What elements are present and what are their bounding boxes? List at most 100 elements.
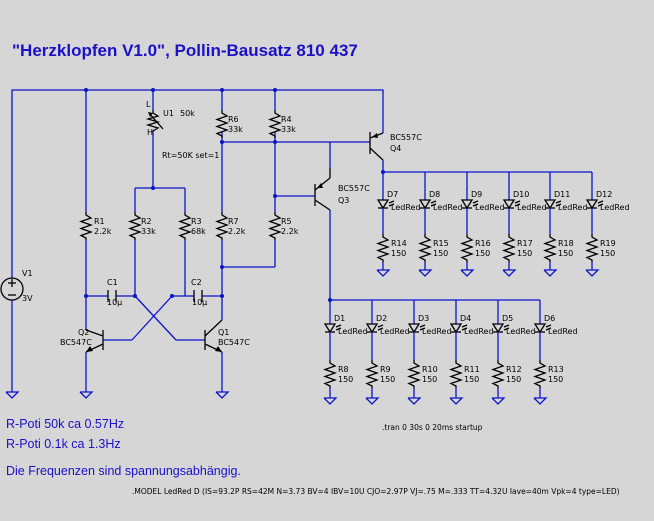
cap-name: C1 xyxy=(107,278,118,287)
pot-param: Rt=50K set=1 xyxy=(162,151,219,160)
directive-tran: .tran 0 30s 0 20ms startup xyxy=(382,423,483,432)
voltage-source-v1: V1 3V xyxy=(0,269,33,303)
transistor-q4: BC557C Q4 xyxy=(369,132,422,161)
pot-pin-l: L xyxy=(146,100,151,109)
transistor-model: BC547C xyxy=(218,338,250,347)
ground-symbol xyxy=(5,391,20,399)
resistor-value: 150 xyxy=(600,249,615,258)
directive-model: .MODEL LedRed D (IS=93.2P RS=42M N=3.73 … xyxy=(132,487,620,496)
transistor-name: Q4 xyxy=(390,144,401,153)
cap-name: C2 xyxy=(191,278,202,287)
ground-symbol xyxy=(449,397,464,405)
capacitor-c1: C1 10µ xyxy=(107,278,122,307)
ground-symbol xyxy=(502,269,517,277)
led-model: LedRed xyxy=(422,327,452,336)
led-name: D7 xyxy=(387,190,398,199)
led-model: LedRed xyxy=(558,203,588,212)
led-name: D2 xyxy=(376,314,387,323)
ground-symbol xyxy=(407,397,422,405)
resistor-name: R19 xyxy=(600,239,616,248)
resistor-r5: R52.2k xyxy=(268,212,299,240)
ground-symbol xyxy=(491,397,506,405)
cap-value: 10µ xyxy=(107,298,122,307)
resistor-value: 33k xyxy=(141,227,156,236)
ground-symbol xyxy=(418,269,433,277)
resistor-value: 33k xyxy=(281,125,296,134)
resistor-name: R7 xyxy=(228,217,239,226)
led-model: LedRed xyxy=(475,203,505,212)
led-model: LedRed xyxy=(517,203,547,212)
resistor-value: 150 xyxy=(506,375,521,384)
led-name: D12 xyxy=(596,190,612,199)
led-model: LedRed xyxy=(433,203,463,212)
resistor-value: 150 xyxy=(380,375,395,384)
junctions xyxy=(84,88,385,302)
resistor-value: 150 xyxy=(422,375,437,384)
resistor-name: R6 xyxy=(228,115,239,124)
schematic-title: "Herzklopfen V1.0", Pollin-Bausatz 810 4… xyxy=(12,41,358,60)
transistor-model: BC557C xyxy=(390,133,422,142)
led-name: D9 xyxy=(471,190,482,199)
led-name: D11 xyxy=(554,190,570,199)
resistor-name: R1 xyxy=(94,217,105,226)
resistor-name: R4 xyxy=(281,115,292,124)
transistor-q3: BC557C Q3 xyxy=(314,168,370,211)
led-model: LedRed xyxy=(506,327,536,336)
resistor-value: 150 xyxy=(548,375,563,384)
resistor-value: 150 xyxy=(517,249,532,258)
resistor-value: 150 xyxy=(338,375,353,384)
resistor-value: 150 xyxy=(475,249,490,258)
transistor-model: BC557C xyxy=(338,184,370,193)
ground-symbol xyxy=(323,397,338,405)
led-name: D10 xyxy=(513,190,529,199)
resistor-name: R11 xyxy=(464,365,480,374)
resistor-r7: R72.2k xyxy=(215,212,246,240)
transistor-name: Q3 xyxy=(338,196,349,205)
resistor-name: R10 xyxy=(422,365,438,374)
note-line: R-Poti 0.1k ca 1.3Hz xyxy=(6,437,121,451)
led-name: D8 xyxy=(429,190,440,199)
led-name: D1 xyxy=(334,314,345,323)
wiring xyxy=(11,89,592,392)
components: R12.2kR233kR368kR433kR52.2kR633kR72.2kD1… xyxy=(5,110,630,405)
ground-symbol xyxy=(365,397,380,405)
resistor-value: 2.2k xyxy=(228,227,246,236)
resistor-r1: R12.2k xyxy=(79,212,112,240)
led-name: D4 xyxy=(460,314,471,323)
resistor-name: R17 xyxy=(517,239,533,248)
led-model: LedRed xyxy=(391,203,421,212)
resistor-value: 33k xyxy=(228,125,243,134)
pot-pin-h: H xyxy=(147,128,153,137)
transistor-q1: Q1 BC547C xyxy=(204,319,250,353)
ground-symbol xyxy=(543,269,558,277)
led-model: LedRed xyxy=(600,203,630,212)
led-name: D3 xyxy=(418,314,429,323)
resistor-name: R18 xyxy=(558,239,574,248)
led-model: LedRed xyxy=(380,327,410,336)
resistor-value: 150 xyxy=(391,249,406,258)
resistor-value: 150 xyxy=(433,249,448,258)
resistor-value: 150 xyxy=(558,249,573,258)
resistor-name: R12 xyxy=(506,365,522,374)
resistor-name: R14 xyxy=(391,239,407,248)
